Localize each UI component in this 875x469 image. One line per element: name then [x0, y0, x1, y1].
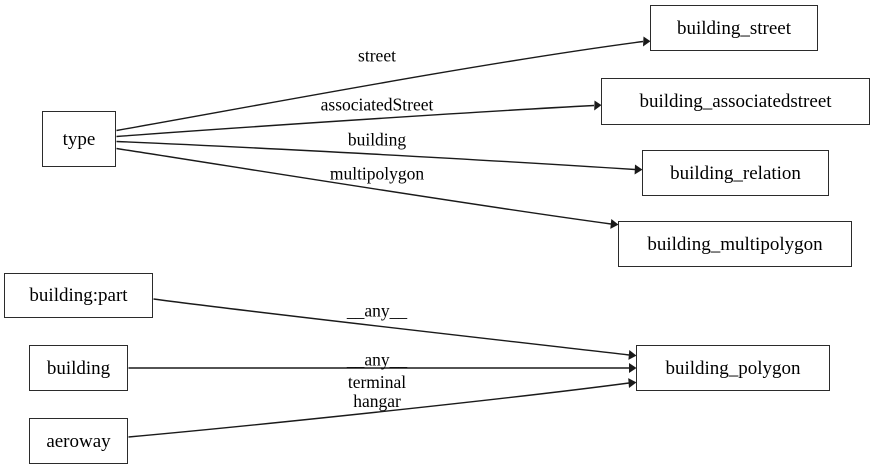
edge-type-building_multipolygon	[116, 147, 619, 229]
node-label: building_multipolygon	[647, 233, 823, 255]
edge-type-building_relation	[116, 140, 643, 175]
node-building-associatedstreet[interactable]: building_associatedstreet	[601, 78, 870, 125]
edge-aeroway-building_polygon	[128, 378, 637, 438]
node-label: building:part	[29, 285, 128, 306]
edge-building_part-building_polygon	[153, 298, 637, 360]
node-building-street[interactable]: building_street	[650, 5, 818, 51]
node-label: building_relation	[670, 162, 801, 184]
edge-type-building_street	[116, 36, 651, 132]
edge-building-building_polygon	[128, 363, 637, 373]
node-building[interactable]: building	[29, 345, 128, 391]
node-label: building_associatedstreet	[639, 91, 832, 112]
node-type[interactable]: type	[42, 111, 116, 167]
node-building-part[interactable]: building:part	[4, 273, 153, 318]
node-building-multipolygon[interactable]: building_multipolygon	[618, 221, 852, 267]
node-label: aeroway	[46, 430, 111, 452]
node-building-relation[interactable]: building_relation	[642, 150, 829, 196]
node-label: building_street	[677, 17, 791, 39]
node-building-polygon[interactable]: building_polygon	[636, 345, 830, 391]
node-aeroway[interactable]: aeroway	[29, 418, 128, 464]
node-label: building_polygon	[665, 357, 801, 379]
node-label: building	[46, 357, 111, 379]
node-label: type	[62, 128, 96, 150]
edge-type-building_associatedstreet	[116, 100, 602, 138]
